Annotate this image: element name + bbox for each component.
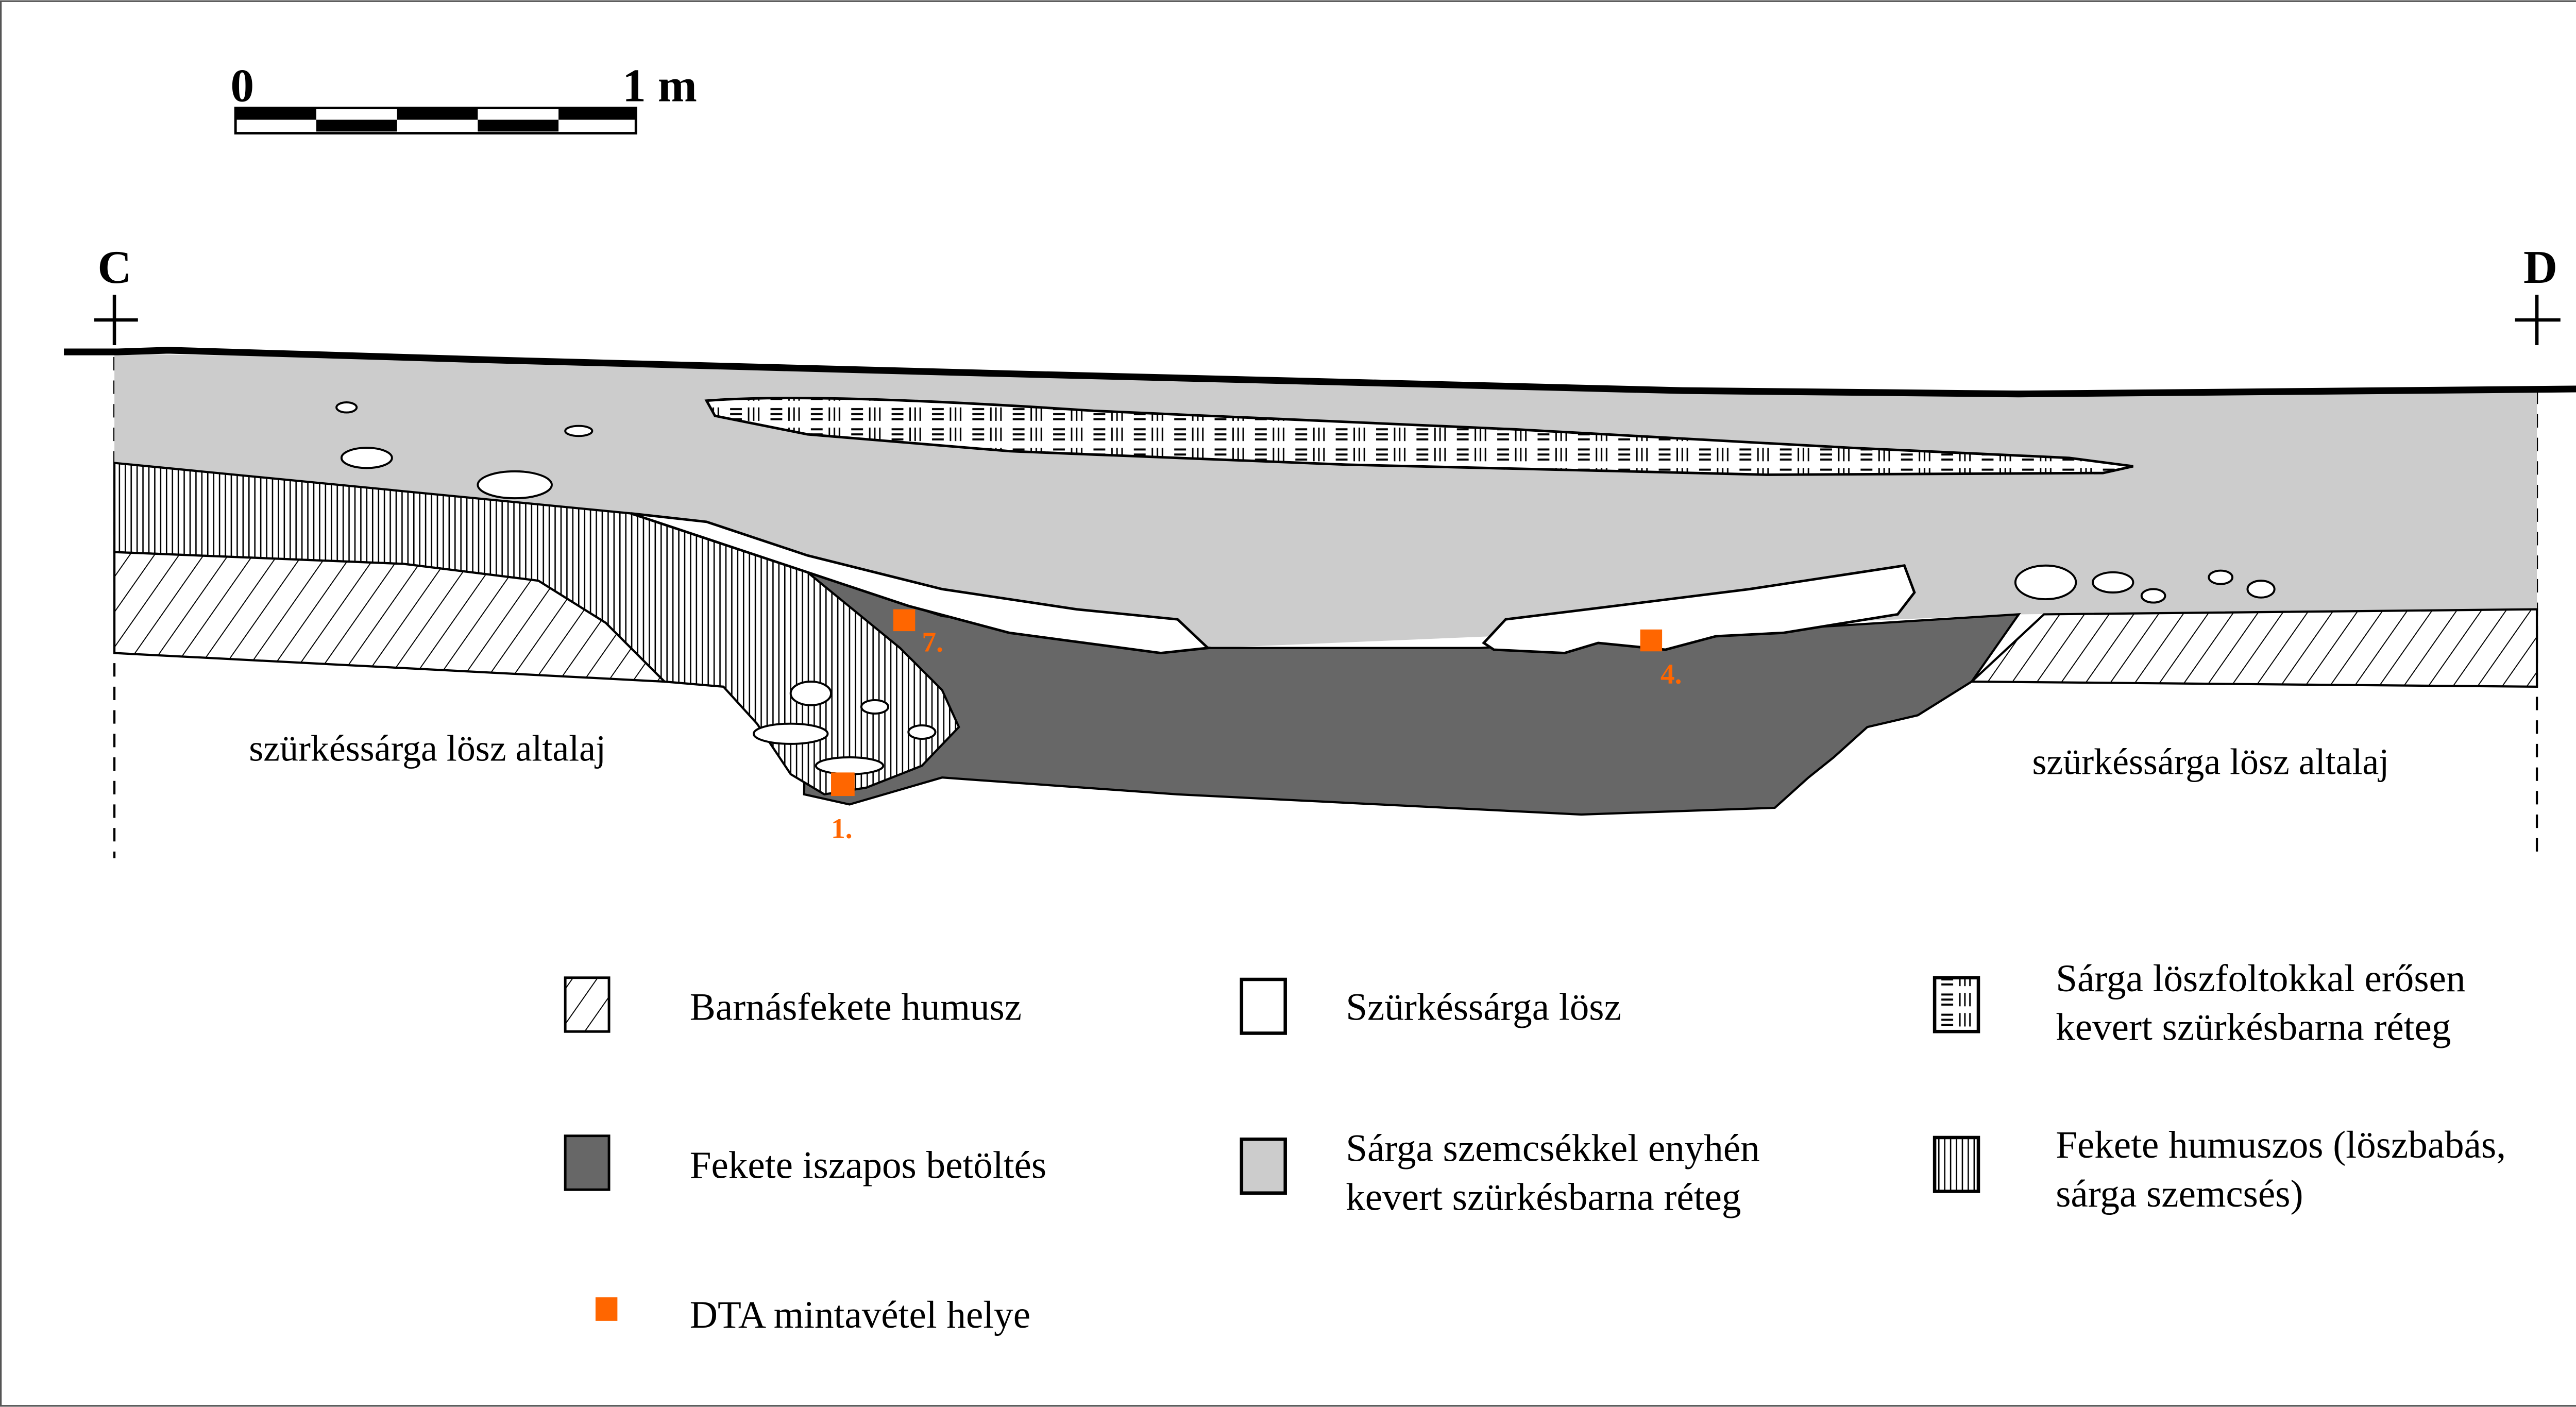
legend-label: Fekete iszapos betöltés bbox=[690, 1144, 1046, 1186]
layer-diagonal-hatch-right bbox=[1969, 608, 2538, 688]
legend-item-dta-sample: DTA mintavétel helye bbox=[595, 1294, 1030, 1336]
ground-surface-line bbox=[64, 347, 2576, 398]
subsoil-label-left: szürkéssárga lösz altalaj bbox=[249, 728, 606, 769]
legend-item-fekete-iszapos: Fekete iszapos betöltés bbox=[564, 1134, 1046, 1191]
sample-marker-7 bbox=[893, 609, 916, 632]
legend-item-fekete-humuszos: Fekete humuszos (löszbabás, sárga szemcs… bbox=[1933, 1124, 2506, 1215]
layer-light-grey bbox=[114, 353, 2537, 648]
layer-diagonal-hatch-left bbox=[113, 551, 668, 683]
point-d-label: D bbox=[2523, 241, 2557, 293]
lens-white-left bbox=[630, 512, 1211, 655]
legend-label: Sárga szemcsékkel enyhén bbox=[1346, 1127, 1759, 1170]
loess-blobs bbox=[335, 401, 2276, 775]
sample-label-4: 4. bbox=[1660, 658, 1682, 690]
legend: Barnásfekete humusz Szürkéssárga lösz Sá… bbox=[564, 957, 2506, 1336]
legend-label-line2: kevert szürkésbarna réteg bbox=[2056, 1006, 2451, 1049]
sample-label-7: 7. bbox=[922, 626, 943, 658]
legend-item-light-grey-layer: Sárga szemcsékkel enyhén kevert szürkésb… bbox=[1240, 1127, 1760, 1218]
point-d-cross bbox=[2515, 295, 2561, 345]
lens-white-right bbox=[1482, 564, 1916, 655]
subsoil-label-right: szürkéssárga lösz altalaj bbox=[2032, 741, 2389, 783]
scale-bar: 0 1 m bbox=[230, 60, 697, 135]
legend-label: Barnásfekete humusz bbox=[690, 986, 1022, 1028]
legend-item-mixed-layer: Sárga löszfoltokkal erősen kevert szürké… bbox=[1933, 957, 2465, 1049]
sample-label-1: 1. bbox=[831, 813, 853, 845]
sample-marker-4 bbox=[1640, 629, 1663, 652]
sample-marker-1 bbox=[831, 772, 855, 796]
legend-label: DTA mintavétel helye bbox=[690, 1294, 1030, 1336]
legend-label: Sárga löszfoltokkal erősen bbox=[2056, 957, 2465, 1000]
legend-label-line2: sárga szemcsés) bbox=[2056, 1173, 2303, 1215]
layer-mixed-band bbox=[704, 397, 2133, 476]
point-c-cross bbox=[94, 295, 138, 345]
layer-dark-fill bbox=[803, 570, 2021, 816]
legend-label-line2: kevert szürkésbarna réteg bbox=[1346, 1176, 1741, 1218]
scale-start-label: 0 bbox=[230, 60, 254, 112]
point-c-label: C bbox=[97, 241, 131, 293]
legend-label: Fekete humuszos (löszbabás, bbox=[2056, 1124, 2506, 1166]
legend-label: Szürkéssárga lösz bbox=[1346, 986, 1621, 1028]
legend-item-szurkessarga-losz: Szürkéssárga lösz bbox=[1240, 977, 1621, 1035]
scale-end-label: 1 m bbox=[622, 60, 697, 112]
legend-item-barnasfekete-humusz: Barnásfekete humusz bbox=[564, 976, 1022, 1033]
